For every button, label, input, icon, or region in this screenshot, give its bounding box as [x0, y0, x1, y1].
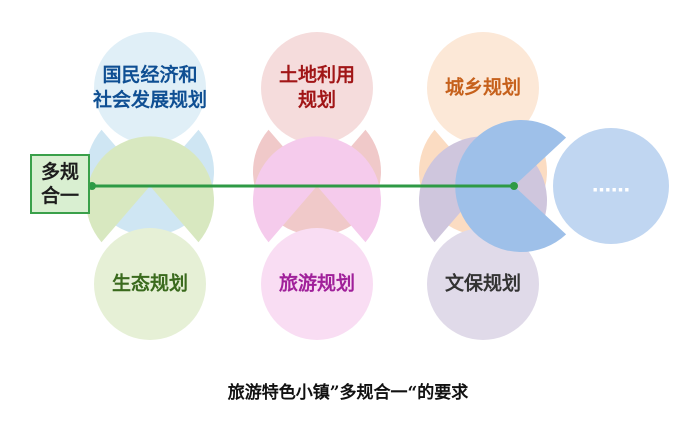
plan-urban-rural-inner-circle — [427, 32, 539, 144]
plan-label-tourism: 旅游规划 — [278, 272, 356, 295]
more-plans-label: …… — [592, 174, 630, 197]
connector-dot-left — [88, 182, 96, 190]
diagram-caption: 旅游特色小镇”多规合一“的要求 — [227, 383, 469, 403]
plan-heritage-inner-circle — [427, 228, 539, 340]
plan-tourism-drop — [252, 136, 381, 243]
start-label-line1: 多规 — [40, 161, 79, 183]
plan-more-inner-circle — [553, 128, 669, 244]
plan-economic-social-inner-circle — [94, 32, 206, 144]
multi-plan-integration-box: 多规 合一 — [30, 154, 90, 214]
plan-label-urban-rural: 城乡规划 — [444, 76, 522, 99]
plan-label-land-use: 土地利用规划 — [278, 64, 356, 111]
plan-label-economic-social: 国民经济和社会发展规划 — [92, 64, 208, 111]
plan-ecology-inner-circle — [94, 228, 206, 340]
plan-tourism-inner-circle — [261, 228, 373, 340]
connector-dot-right — [510, 182, 518, 190]
plan-land-use-inner-circle — [261, 32, 373, 144]
plan-label-heritage: 文保规划 — [444, 272, 522, 295]
start-label-line2: 合一 — [40, 185, 79, 207]
plan-ecology-drop — [86, 136, 214, 243]
plan-label-ecology: 生态规划 — [111, 272, 189, 295]
